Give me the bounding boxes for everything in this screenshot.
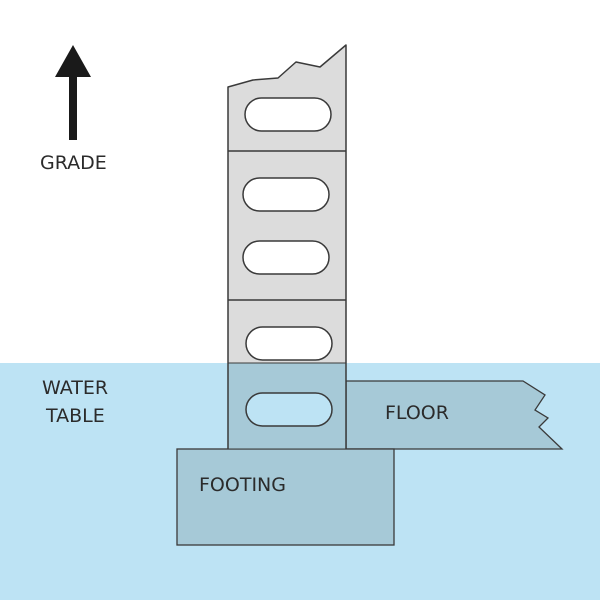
footing-label: FOOTING — [199, 474, 286, 496]
arrow-up-icon — [55, 45, 91, 140]
block-cavity — [242, 240, 330, 275]
footing — [176, 448, 395, 546]
block-cavity — [245, 326, 333, 361]
block-wall-outline — [227, 44, 347, 449]
block-cavity — [242, 177, 330, 212]
block-cavity — [244, 97, 332, 132]
block-cavity-submerged — [245, 392, 333, 427]
water-table-label-line1: WATER — [42, 377, 108, 399]
water-table-label-line2: TABLE — [45, 405, 105, 427]
floor-label: FLOOR — [385, 402, 449, 424]
grade-label: GRADE — [40, 152, 107, 174]
floor-slab — [345, 380, 564, 450]
